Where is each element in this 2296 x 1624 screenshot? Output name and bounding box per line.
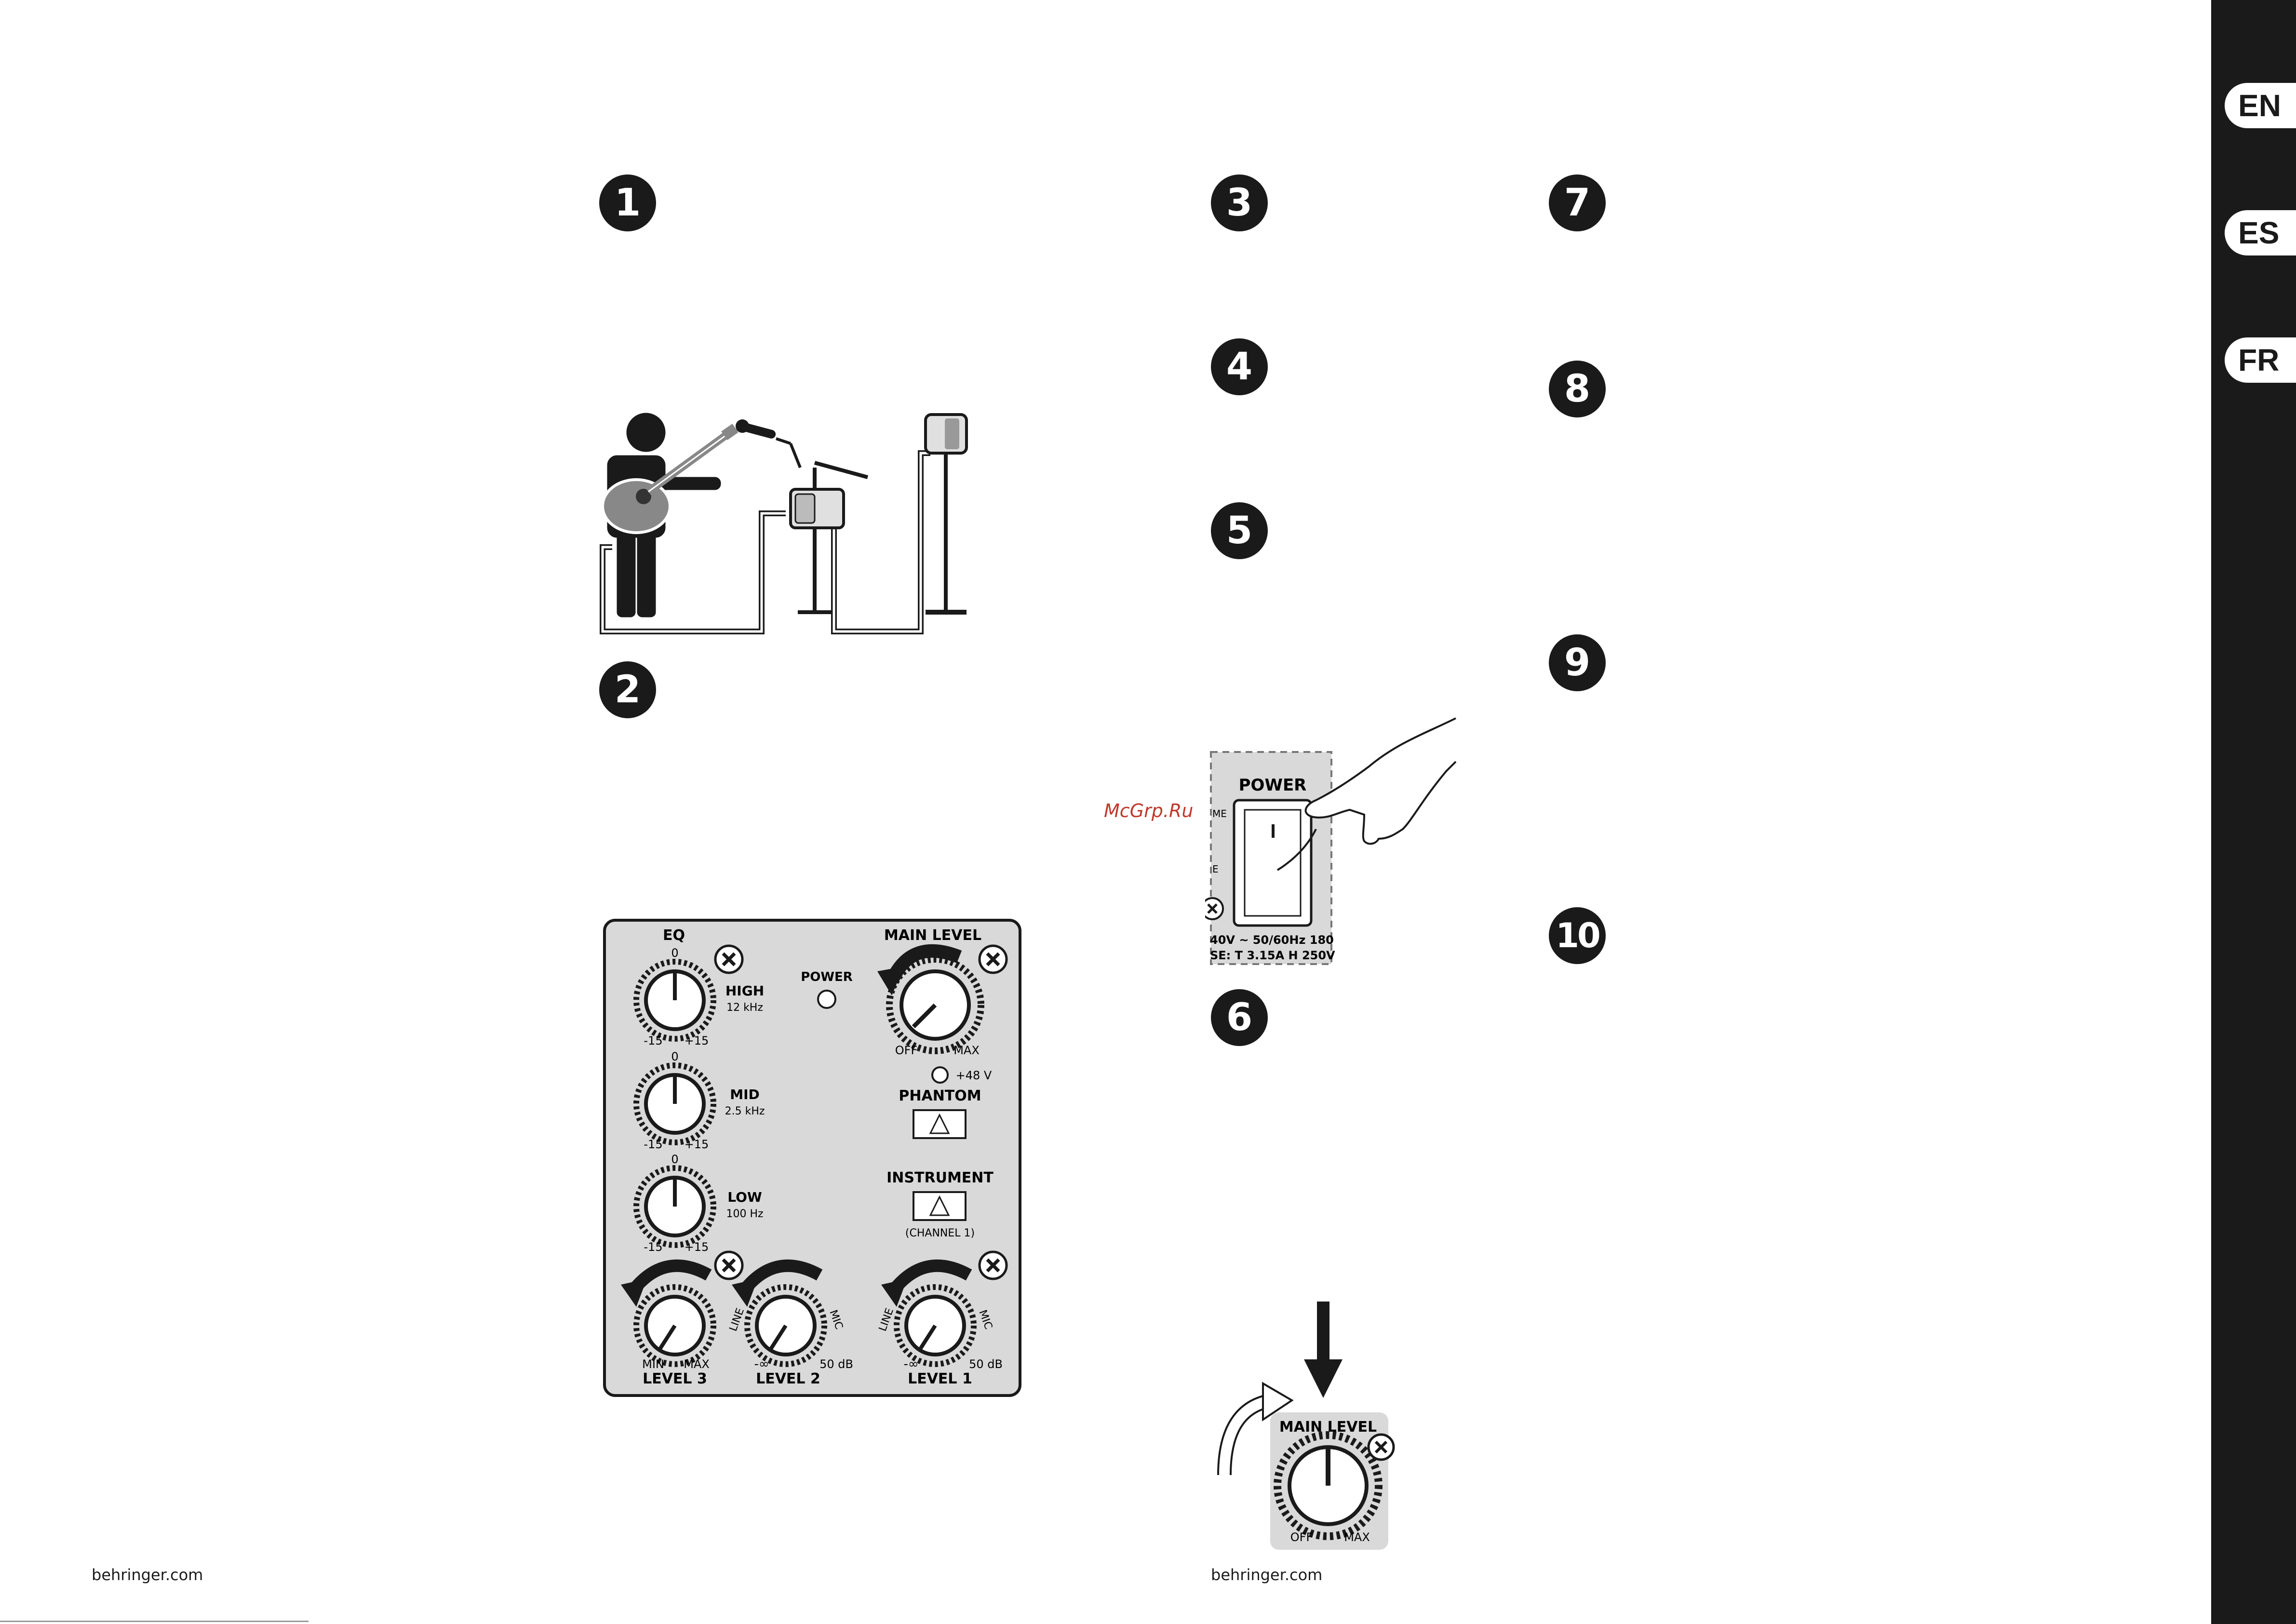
low-label: LOW	[727, 1189, 762, 1205]
rotate-arrow-icon	[1219, 1395, 1274, 1476]
pointing-hand-icon	[1304, 717, 1457, 845]
eq-mid-knob[interactable]	[633, 1062, 716, 1145]
close-icon	[1367, 1433, 1395, 1461]
low-max-label: +15	[685, 1240, 709, 1254]
step-1-badge: 1	[599, 174, 656, 231]
close-icon	[978, 1250, 1008, 1280]
main-max-label: MAX	[953, 1044, 980, 1057]
channel1-label: (CHANNEL 1)	[905, 1227, 975, 1239]
low-freq-label: 100 Hz	[726, 1208, 763, 1220]
instrument-label: INSTRUMENT	[886, 1169, 994, 1186]
close-icon	[714, 944, 744, 974]
level-2-knob[interactable]	[744, 1284, 827, 1367]
high-min-label: -15	[644, 1034, 662, 1047]
step-7-badge: 7	[1549, 174, 1606, 231]
high-label: HIGH	[725, 983, 764, 999]
main-level-max-label: MAX	[1344, 1530, 1370, 1544]
power-rocker-switch[interactable]	[1233, 799, 1313, 927]
lang-tab-en[interactable]: EN	[2225, 83, 2296, 128]
power-led	[817, 990, 836, 1009]
phantom-led	[931, 1066, 949, 1084]
level1-db-label: 50 dB	[969, 1357, 1003, 1371]
main-level-off-label: OFF	[1290, 1530, 1313, 1544]
level2-inf-label: -∞	[754, 1357, 769, 1371]
eq-label: EQ	[663, 927, 685, 944]
eq-low-knob[interactable]	[633, 1165, 716, 1248]
level3-min-label: MIN	[642, 1357, 664, 1371]
mid-freq-label: 2.5 kHz	[725, 1105, 765, 1117]
level1-label: LEVEL 1	[908, 1370, 972, 1387]
main-level-knob[interactable]	[886, 956, 984, 1054]
footer-right-url[interactable]: behringer.com	[1211, 1566, 1323, 1584]
power-switch-illustration: POWER ME E 40V ~ 50/60Hz 180 SE: T 3.15A…	[1205, 717, 1457, 965]
step-9-badge: 9	[1549, 634, 1606, 691]
instrument-button[interactable]	[913, 1191, 967, 1221]
language-sidebar	[2211, 0, 2296, 1624]
power-switch-label: POWER	[1239, 776, 1307, 795]
performer-setup-illustration	[600, 413, 968, 634]
high-freq-label: 12 kHz	[726, 1002, 763, 1014]
close-icon	[714, 1250, 744, 1280]
step-4-badge: 4	[1211, 338, 1268, 395]
phantom-button[interactable]	[913, 1109, 967, 1139]
high-max-label: +15	[685, 1034, 709, 1047]
main-level-label: MAIN LEVEL	[884, 927, 981, 944]
side-text-e: E	[1212, 863, 1219, 875]
mid-label: MID	[730, 1087, 760, 1102]
mid-max-label: +15	[685, 1138, 709, 1151]
mid-zero-label: 0	[671, 1050, 678, 1063]
main-level-illustration: MAIN LEVEL OFF MAX	[1217, 1302, 1395, 1550]
mid-min-label: -15	[644, 1138, 662, 1151]
level2-db-label: 50 dB	[819, 1357, 853, 1371]
lang-tab-es[interactable]: ES	[2225, 210, 2296, 255]
high-zero-label: 0	[671, 946, 678, 960]
level1-inf-label: -∞	[903, 1357, 918, 1371]
low-min-label: -15	[644, 1240, 662, 1254]
main-off-label: OFF	[895, 1044, 918, 1057]
step-2-badge: 2	[599, 661, 656, 718]
power-led-label: POWER	[801, 970, 853, 984]
bottom-divider	[0, 1621, 309, 1622]
eq-high-knob[interactable]	[633, 959, 716, 1042]
step-10-badge: 10	[1549, 907, 1606, 964]
lang-tab-fr[interactable]: FR	[2225, 337, 2296, 383]
level-1-knob[interactable]	[894, 1284, 977, 1367]
step-8-badge: 8	[1549, 361, 1606, 417]
voltage-label: 40V ~ 50/60Hz 180	[1210, 933, 1334, 947]
close-icon	[1205, 897, 1224, 920]
step-3-badge: 3	[1211, 174, 1268, 231]
main-level-knob-large[interactable]	[1274, 1431, 1383, 1540]
level3-label: LEVEL 3	[643, 1370, 707, 1387]
step-6-badge: 6	[1211, 989, 1268, 1046]
level-3-knob[interactable]	[633, 1284, 716, 1367]
level3-max-label: MAX	[684, 1357, 710, 1371]
control-panel-illustration: EQ 0 -15 +15 HIGH 12 kHz 0 -15 +15 MID 2…	[603, 919, 1021, 1397]
footer-left-url[interactable]: behringer.com	[92, 1566, 203, 1584]
plus48-label: +48 V	[956, 1069, 992, 1082]
down-arrow-icon	[1304, 1302, 1343, 1398]
phantom-label: PHANTOM	[899, 1087, 981, 1104]
side-text-me: ME	[1212, 808, 1227, 819]
close-icon	[978, 944, 1008, 974]
level2-label: LEVEL 2	[756, 1370, 820, 1387]
low-zero-label: 0	[671, 1153, 678, 1166]
watermark: McGrp.Ru	[1104, 800, 1194, 821]
fuse-label: SE: T 3.15A H 250V	[1210, 949, 1335, 962]
step-5-badge: 5	[1211, 502, 1268, 559]
